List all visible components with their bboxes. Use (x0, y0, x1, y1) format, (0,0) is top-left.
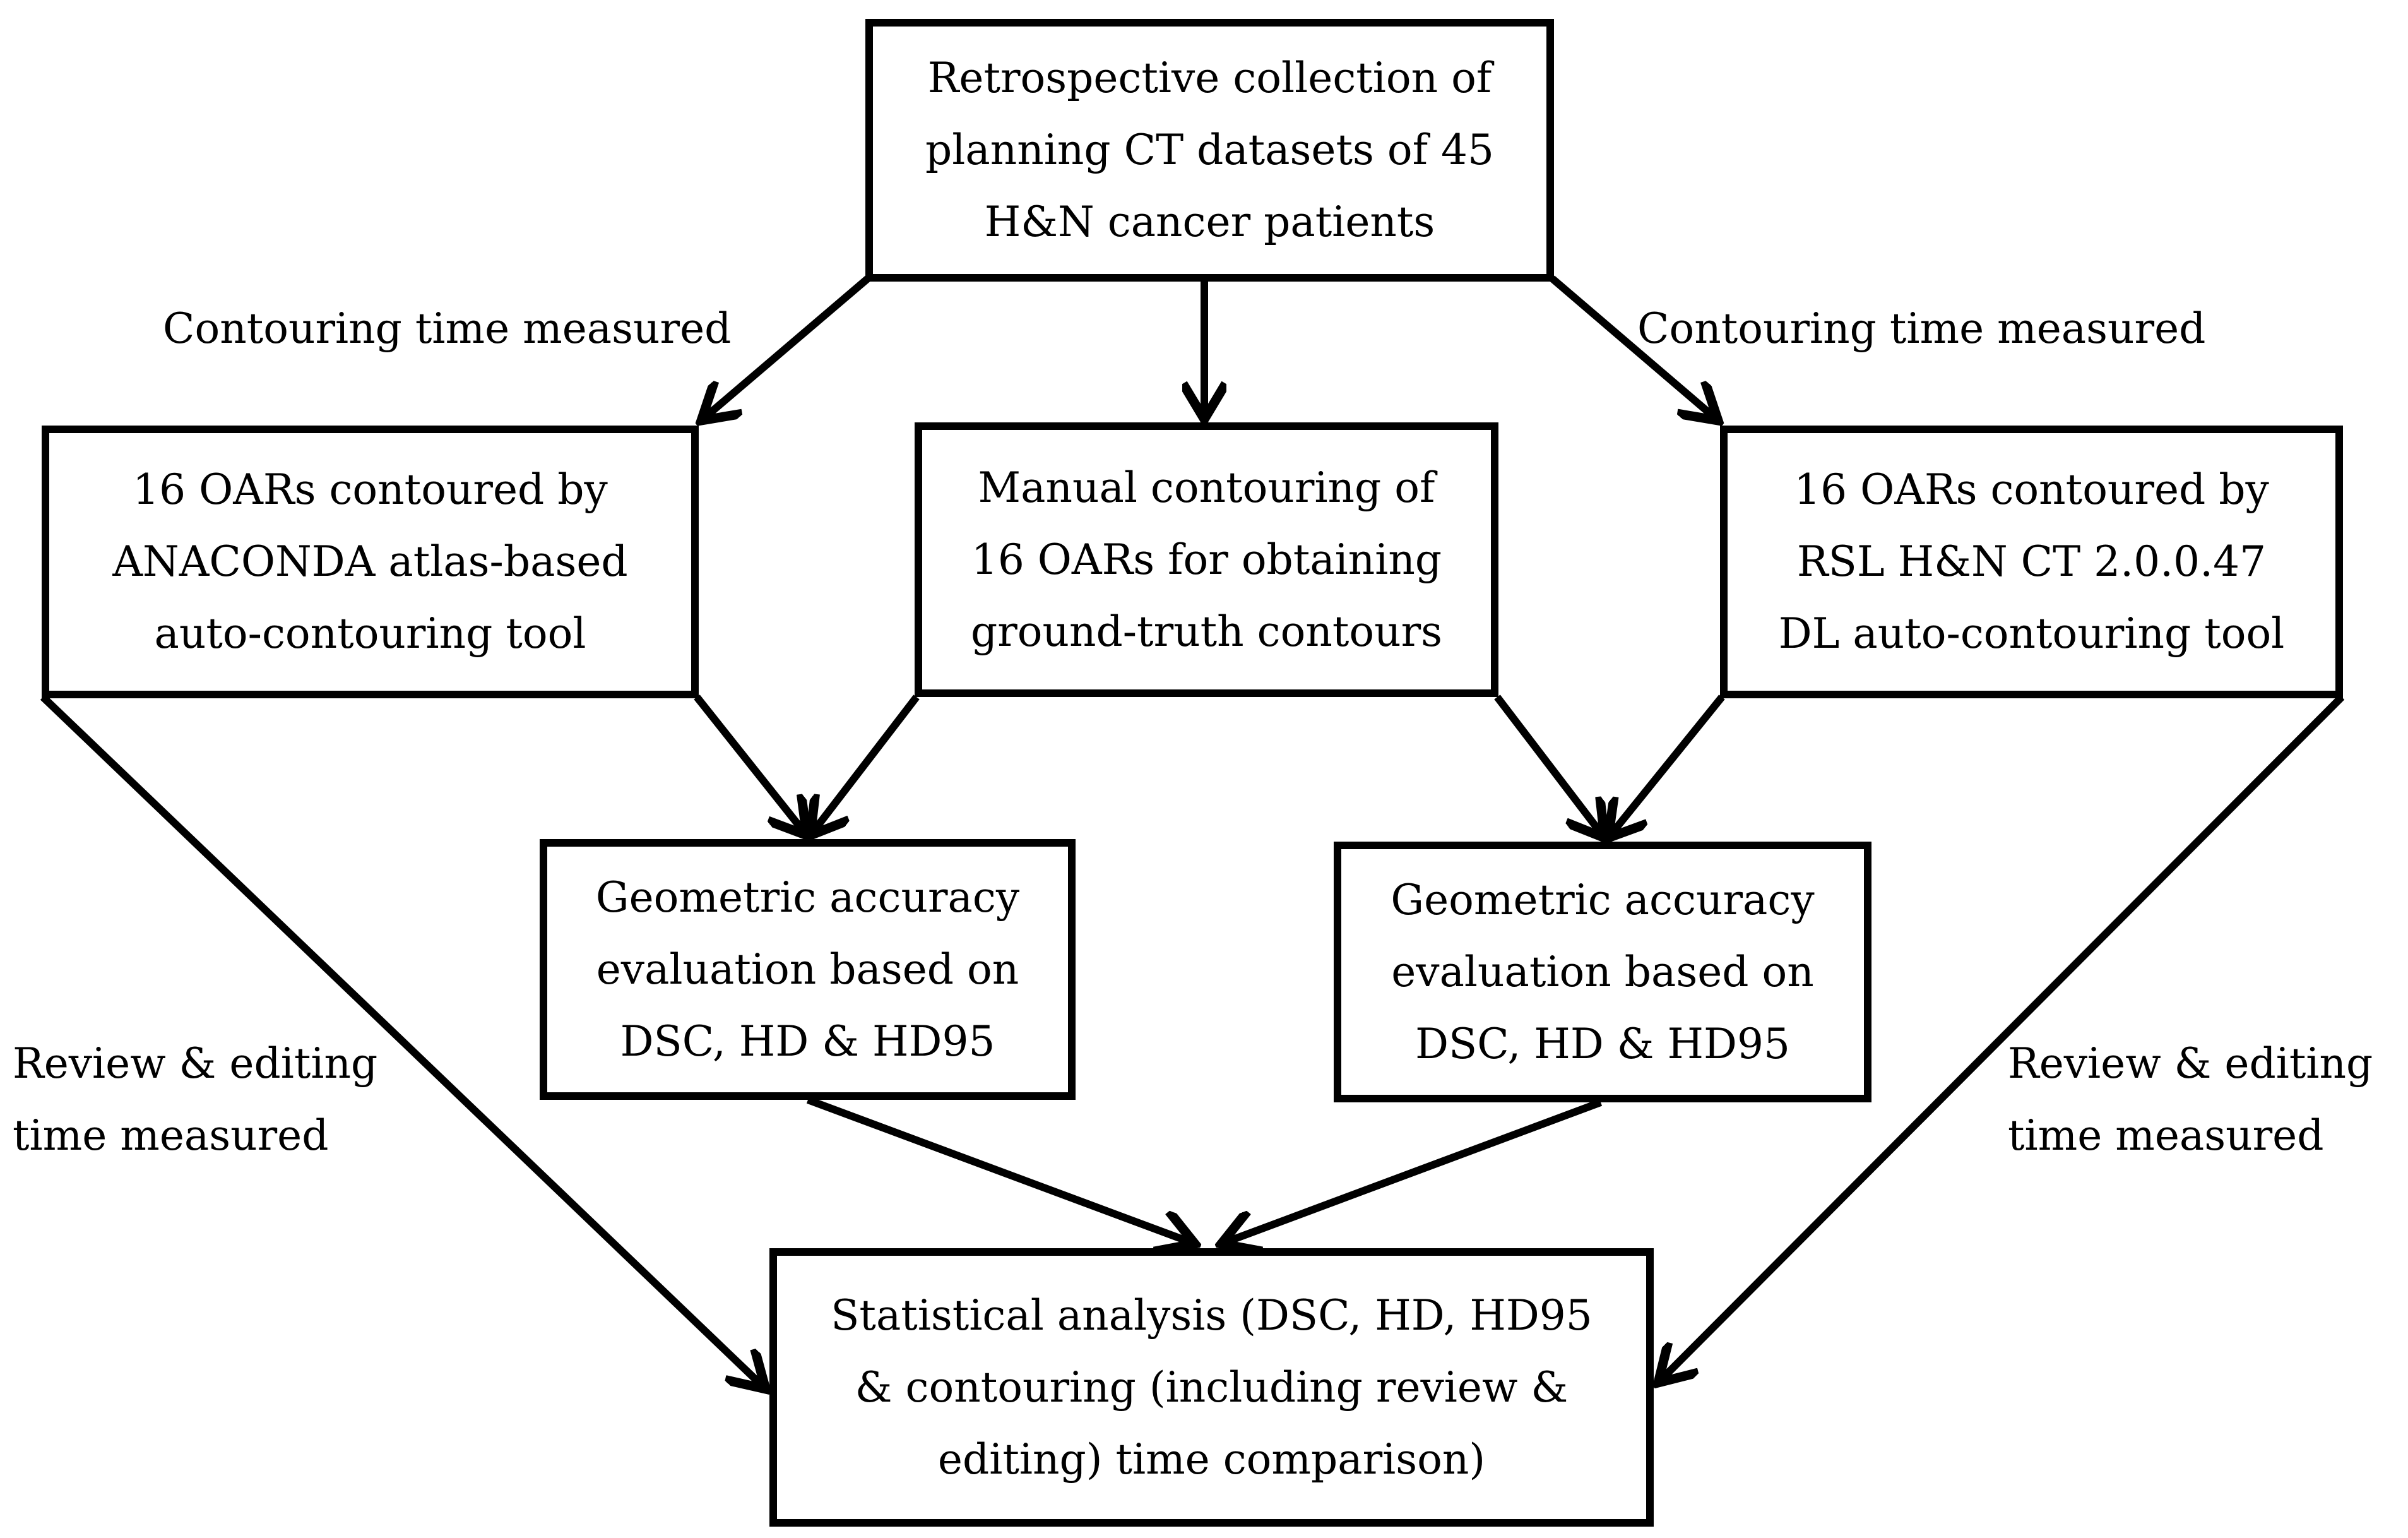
atlas-line-2: ANACONDA atlas-based (112, 537, 628, 586)
geo-right-line-1: Geometric accuracy (1391, 875, 1815, 924)
geo-right-line-2: evaluation based on (1391, 947, 1814, 996)
geo-left-line-3: DSC, HD & HD95 (620, 1016, 995, 1066)
atlas-contouring-box: 16 OARs contoured by ANACONDA atlas-base… (42, 426, 699, 698)
source-line-2: planning CT datasets of 45 (925, 126, 1494, 174)
source-line-1: Retrospective collection of (927, 54, 1492, 102)
arrow-manual-to-geo-right (1494, 694, 1604, 838)
arrow-source-to-dl (1550, 275, 1718, 420)
stats-line-2: & contouring (including review & (855, 1362, 1569, 1412)
review-time-label-left: Review & editing time measured (13, 1028, 377, 1172)
review-left-line-2: time measured (13, 1111, 329, 1160)
arrow-atlas-to-stats (40, 694, 766, 1389)
manual-line-3: ground-truth contours (970, 607, 1443, 656)
dl-line-2: RSL H&N CT 2.0.0.47 (1796, 537, 2267, 586)
arrow-source-to-atlas (701, 275, 870, 420)
arrow-geo-left-to-stats (806, 1096, 1195, 1244)
arrow-geo-right-to-stats (1221, 1099, 1603, 1244)
atlas-line-1: 16 OARs contoured by (133, 465, 608, 514)
atlas-line-3: auto-contouring tool (154, 609, 586, 658)
manual-contouring-box: Manual contouring of 16 OARs for obtaini… (915, 422, 1498, 697)
geo-left-line-1: Geometric accuracy (595, 873, 1020, 922)
review-right-line-1: Review & editing (2008, 1039, 2373, 1088)
source-line-3: H&N cancer patients (984, 198, 1435, 246)
arrow-manual-to-geo-left (810, 694, 920, 835)
geo-right-line-3: DSC, HD & HD95 (1415, 1019, 1790, 1068)
arrow-dl-to-stats (1658, 694, 2345, 1383)
contouring-time-label-right: Contouring time measured (1637, 304, 2206, 353)
statistical-analysis-box: Statistical analysis (DSC, HD, HD95 & co… (769, 1248, 1654, 1527)
geo-left-line-2: evaluation based on (596, 945, 1019, 994)
contouring-time-label-left: Contouring time measured (163, 304, 732, 353)
dl-line-3: DL auto-contouring tool (1778, 609, 2285, 658)
review-right-line-2: time measured (2008, 1111, 2324, 1160)
review-left-line-1: Review & editing (13, 1039, 378, 1088)
arrow-dl-to-geo-right (1608, 694, 1725, 838)
dl-line-1: 16 OARs contoured by (1794, 465, 2269, 514)
source-data-box: Retrospective collection of planning CT … (865, 19, 1554, 282)
arrow-atlas-to-geo-left (694, 694, 807, 835)
geometric-accuracy-left-box: Geometric accuracy evaluation based on D… (540, 839, 1076, 1100)
manual-line-2: 16 OARs for obtaining (971, 535, 1442, 584)
stats-line-3: editing) time comparison) (937, 1434, 1486, 1484)
geometric-accuracy-right-box: Geometric accuracy evaluation based on D… (1334, 842, 1871, 1102)
manual-line-1: Manual contouring of (978, 463, 1435, 512)
review-time-label-right: Review & editing time measured (2008, 1028, 2373, 1172)
dl-contouring-box: 16 OARs contoured by RSL H&N CT 2.0.0.47… (1720, 426, 2343, 698)
stats-line-1: Statistical analysis (DSC, HD, HD95 (831, 1291, 1592, 1340)
